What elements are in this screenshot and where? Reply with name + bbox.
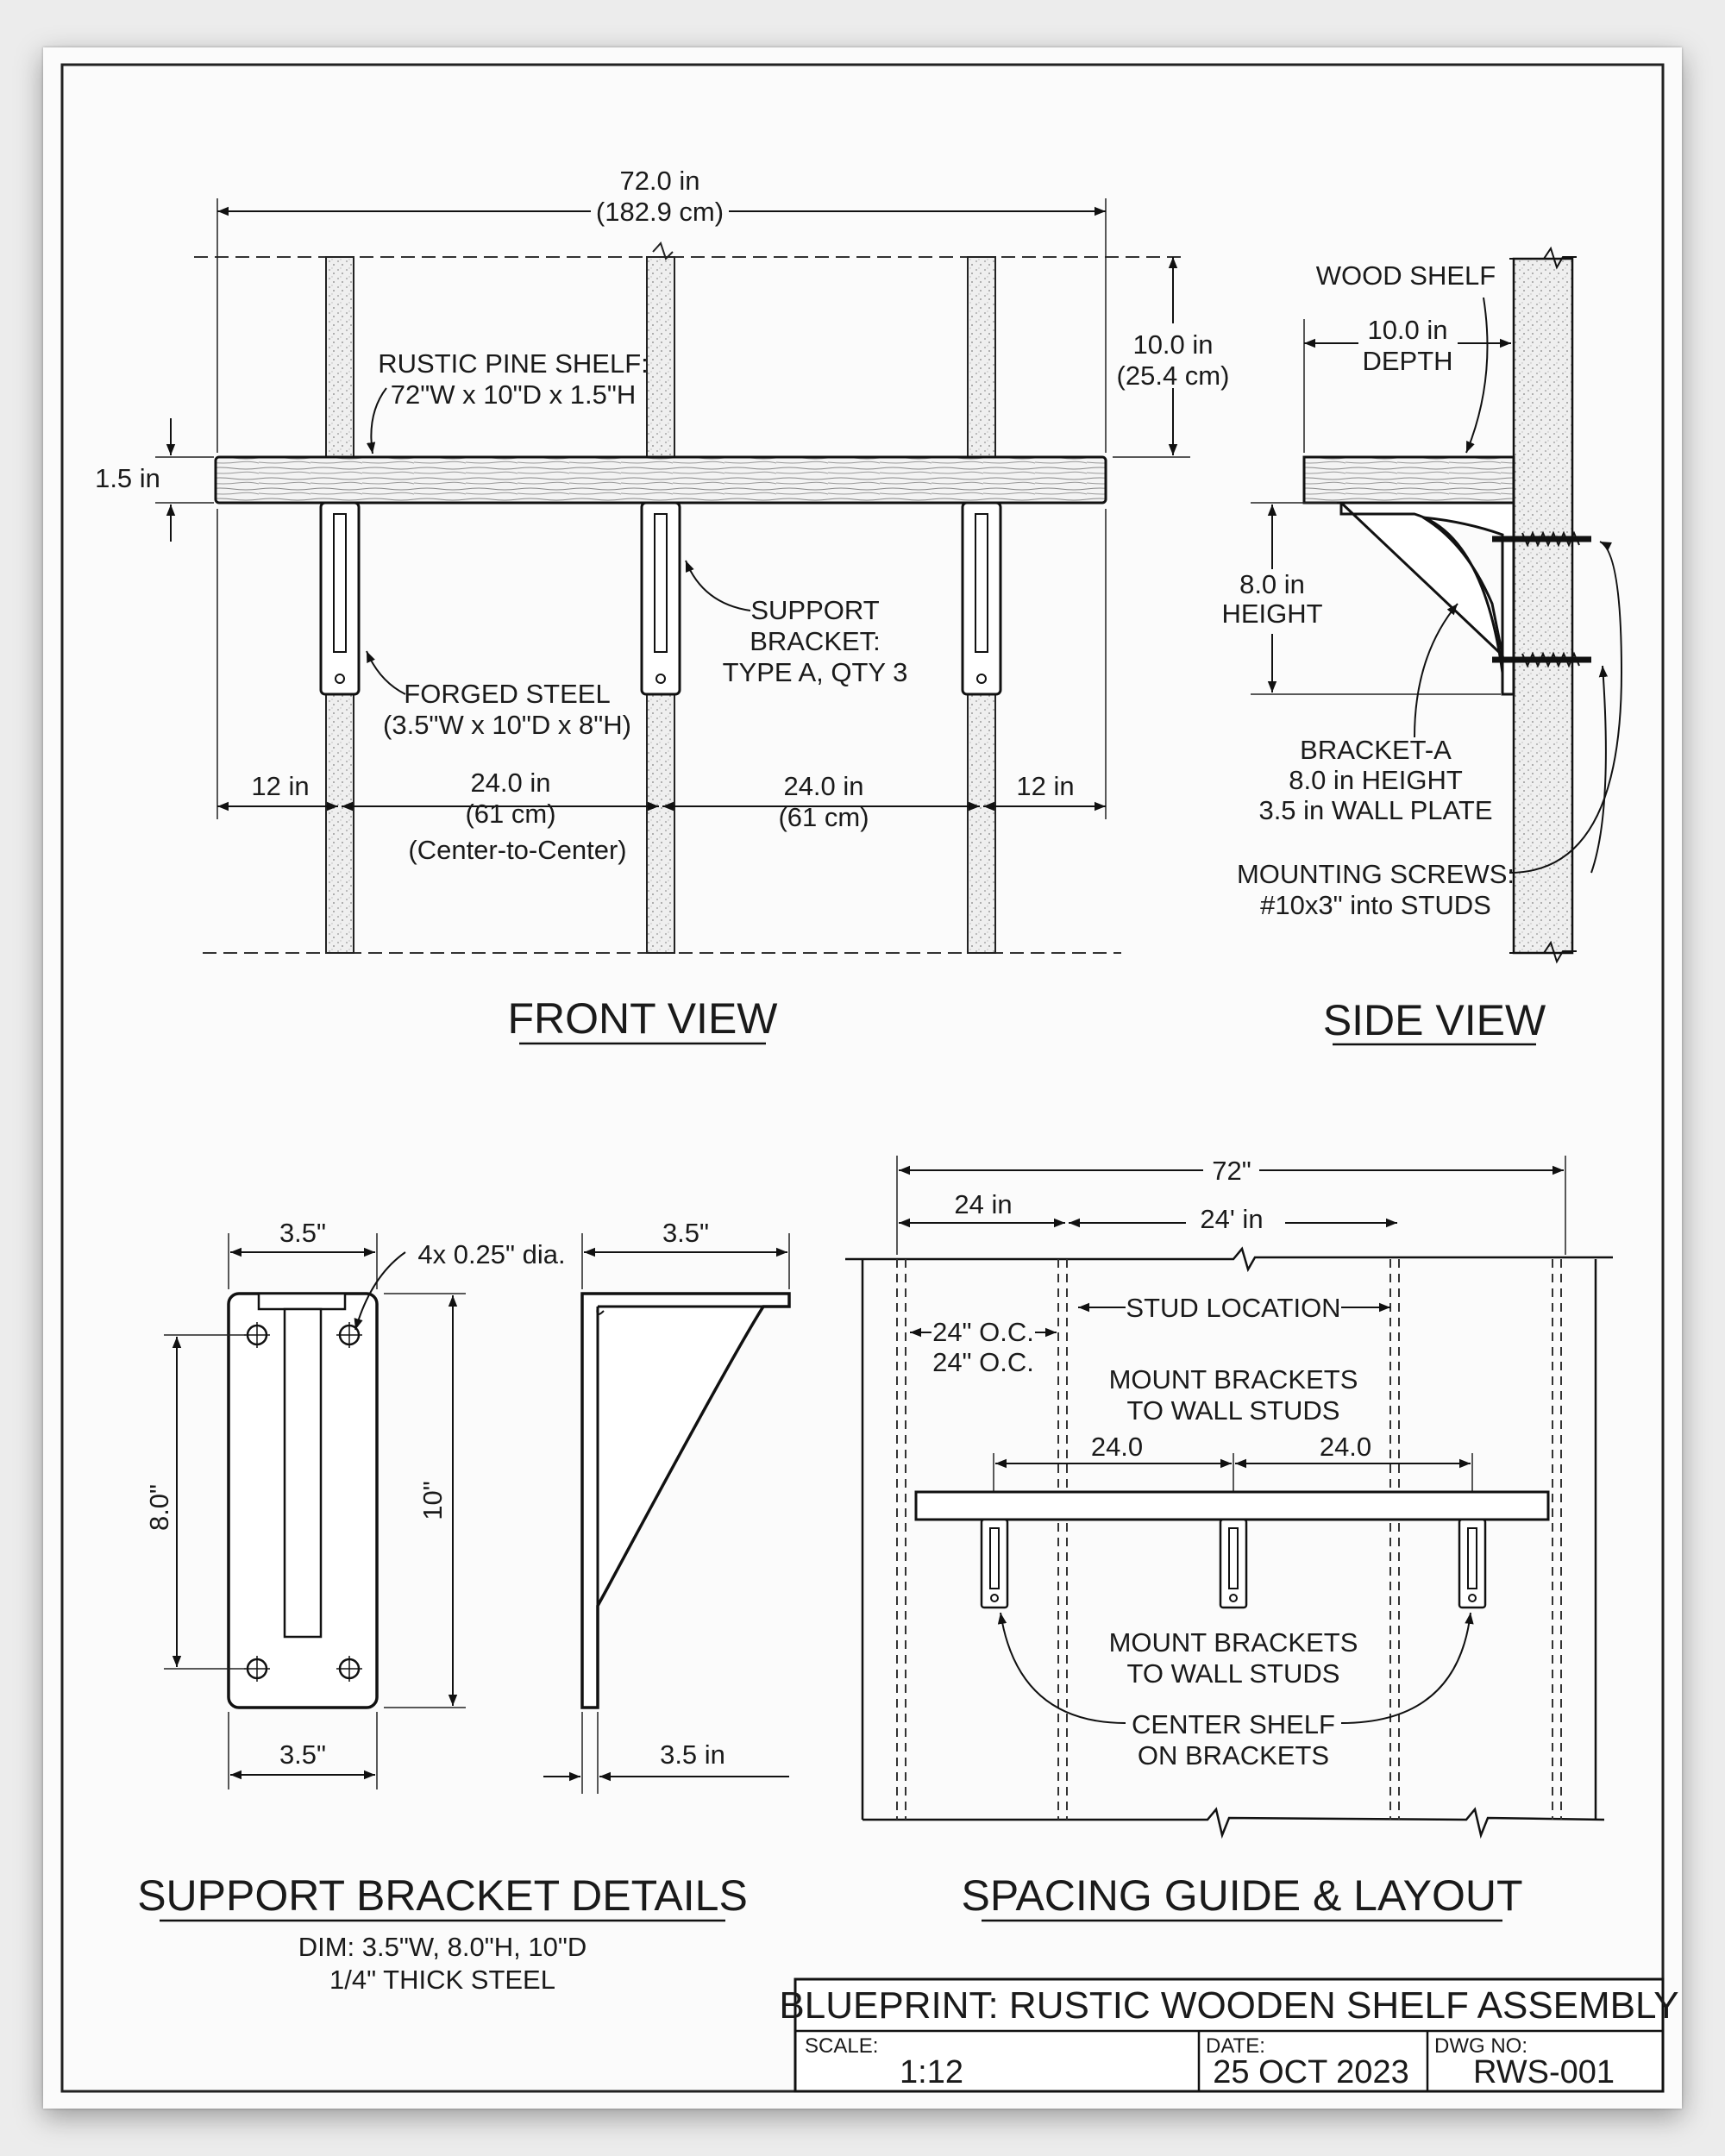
height-above-metric: (25.4 cm) — [1117, 360, 1230, 391]
left-24-label: 24 in — [954, 1189, 1012, 1219]
dim-b-label: 24.0 — [1320, 1432, 1371, 1462]
mounting-screw — [1492, 651, 1591, 668]
oc-label-2: 24" O.C. — [932, 1347, 1034, 1377]
rustic-pine-shelf — [214, 455, 1107, 505]
oc-label-1: 24" O.C. — [932, 1317, 1034, 1347]
date-value: 25 OCT 2023 — [1213, 2054, 1408, 2090]
bracket-details: 3.5" 4x 0.25" dia. 8.0" 10" 3.5" 3.5" 3.… — [137, 1218, 791, 1995]
height-above-label: 10.0 in — [1132, 329, 1213, 360]
stud-location-label: STUD LOCATION — [1126, 1293, 1340, 1323]
span-2-label: 24.0 in — [783, 771, 863, 801]
side-top-width-label: 3.5" — [662, 1218, 709, 1248]
overall-width-metric: (182.9 cm) — [596, 197, 724, 227]
span-1-label: 24.0 in — [470, 768, 550, 798]
scale-value: 1:12 — [900, 2054, 963, 2090]
support-bracket — [319, 501, 361, 696]
screws-line1: MOUNTING SCREWS: — [1237, 859, 1515, 889]
dim-a-label: 24.0 — [1091, 1432, 1143, 1462]
holes-label: 4x 0.25" dia. — [417, 1239, 565, 1269]
steel-callout-line1: FORGED STEEL — [404, 679, 610, 709]
inner-height-label: 8.0" — [144, 1484, 174, 1531]
mount-text-2a: MOUNT BRACKETS — [1109, 1627, 1358, 1658]
thickness-label: 1.5 in — [95, 463, 160, 493]
scale-label: SCALE: — [805, 2034, 878, 2058]
center-text-1: CENTER SHELF — [1132, 1709, 1335, 1739]
layout-bracket — [980, 1518, 1009, 1609]
dwg-value: RWS-001 — [1473, 2054, 1615, 2090]
side-view-title: SIDE VIEW — [1323, 996, 1546, 1044]
screws-line2: #10x3" into STUDS — [1260, 890, 1491, 920]
side-height-label: HEIGHT — [1221, 599, 1322, 629]
dwg-label: DWG NO: — [1434, 2034, 1527, 2058]
mounting-hole — [336, 1322, 362, 1348]
front-view-title: FRONT VIEW — [508, 994, 779, 1043]
depth-value: 10.0 in — [1367, 315, 1447, 345]
side-wood-shelf — [1302, 455, 1515, 505]
overall-72-label: 72" — [1212, 1156, 1251, 1186]
wood-shelf-label: WOOD SHELF — [1316, 260, 1496, 291]
mount-text-1b: TO WALL STUDS — [1127, 1395, 1340, 1426]
wall-section — [1512, 257, 1574, 955]
bracket-side-profile — [580, 1292, 791, 1709]
top-width-label: 3.5" — [279, 1218, 326, 1248]
layout-shelf — [914, 1490, 1550, 1521]
overall-width-label: 72.0 in — [619, 166, 699, 196]
title-block: BLUEPRINT: RUSTIC WOODEN SHELF ASSEMBLY … — [779, 1977, 1679, 2093]
side-view: WOOD SHELF 10.0 in DEPTH 8.0 in HEIGHT B… — [1221, 246, 1623, 1046]
center-text-2: ON BRACKETS — [1138, 1740, 1329, 1771]
left-offset-label: 12 in — [251, 771, 309, 801]
bracket-a-line3: 3.5 in WALL PLATE — [1258, 795, 1492, 825]
bracket-a-line2: 8.0 in HEIGHT — [1289, 765, 1463, 795]
span-1-note: (Center-to-Center) — [408, 835, 626, 865]
bottom-width-label: 3.5" — [279, 1739, 326, 1770]
support-bracket — [640, 501, 681, 696]
right-offset-label: 12 in — [1016, 771, 1074, 801]
side-height-value: 8.0 in — [1239, 569, 1305, 599]
spacing-guide-title: SPACING GUIDE & LAYOUT — [961, 1871, 1522, 1920]
mid-24-label: 24' in — [1200, 1204, 1263, 1234]
layout-bracket — [1458, 1518, 1487, 1609]
bracket-details-title: SUPPORT BRACKET DETAILS — [137, 1871, 748, 1920]
side-bracket — [1338, 501, 1515, 696]
bracket-callout-line3: TYPE A, QTY 3 — [723, 657, 908, 687]
layout-bracket — [1219, 1518, 1248, 1609]
mounting-hole — [336, 1656, 362, 1682]
side-bottom-width-label: 3.5 in — [660, 1739, 725, 1770]
date-label: DATE: — [1206, 2034, 1265, 2058]
title-block-title: BLUEPRINT: RUSTIC WOODEN SHELF ASSEMBLY — [779, 1984, 1678, 2027]
span-1-metric: (61 cm) — [465, 799, 555, 829]
bracket-details-sub1: DIM: 3.5"W, 8.0"H, 10"D — [298, 1932, 587, 1962]
mounting-hole — [244, 1656, 270, 1682]
bracket-details-sub2: 1/4" THICK STEEL — [329, 1965, 555, 1995]
bracket-callout-line1: SUPPORT — [750, 595, 879, 625]
mount-text-2b: TO WALL STUDS — [1127, 1658, 1340, 1689]
mounting-hole — [244, 1322, 270, 1348]
steel-callout-line2: (3.5"W x 10"D x 8"H) — [383, 710, 631, 740]
bracket-a-line1: BRACKET-A — [1300, 735, 1452, 765]
total-height-label: 10" — [417, 1481, 448, 1520]
span-2-metric: (61 cm) — [778, 802, 869, 832]
front-view: 72.0 in (182.9 cm) 10.0 in (25.4 cm) 1.5… — [95, 166, 1230, 1045]
shelf-callout-line2: 72"W x 10"D x 1.5"H — [391, 379, 637, 410]
bracket-callout-line2: BRACKET: — [750, 626, 881, 656]
shelf-callout-line1: RUSTIC PINE SHELF: — [378, 348, 649, 379]
spacing-guide: 72" 24 in 24' in STUD LOCATION 24" O.C. … — [845, 1156, 1613, 1922]
depth-label: DEPTH — [1362, 346, 1452, 376]
mount-text-1a: MOUNT BRACKETS — [1109, 1364, 1358, 1395]
mounting-screw — [1492, 530, 1591, 548]
support-bracket — [961, 501, 1002, 696]
